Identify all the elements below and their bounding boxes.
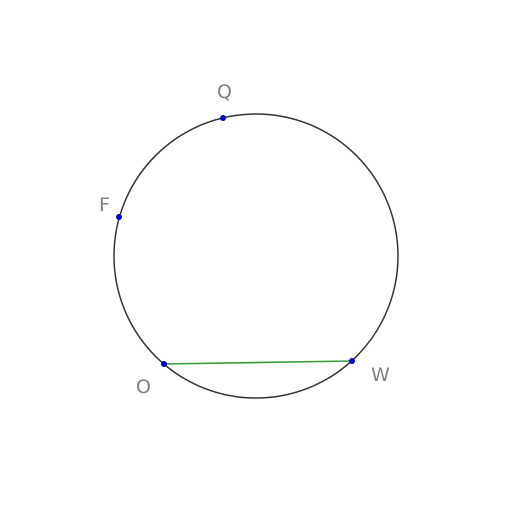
point-f <box>116 214 122 220</box>
chord-o-w <box>163 360 353 365</box>
label-o: O <box>136 376 151 398</box>
circle <box>113 113 399 399</box>
point-w <box>349 358 355 364</box>
point-q <box>220 115 226 121</box>
label-w: W <box>371 364 390 386</box>
label-q: Q <box>217 81 232 103</box>
point-o <box>161 361 167 367</box>
label-f: F <box>99 194 110 216</box>
